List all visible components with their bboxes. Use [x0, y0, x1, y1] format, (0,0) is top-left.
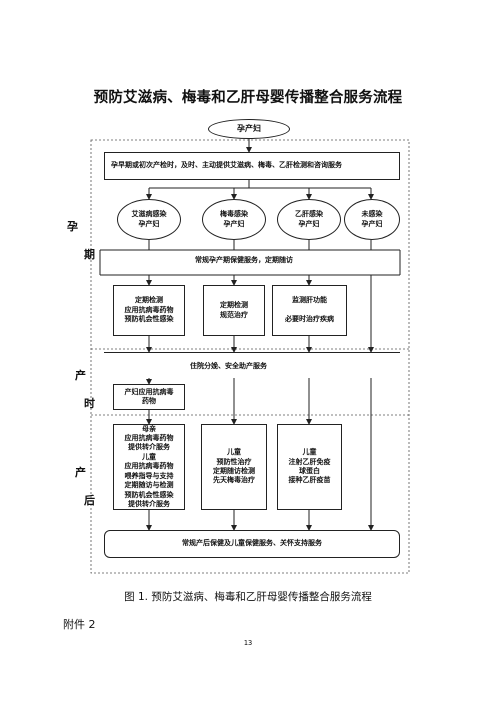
prenatal-syphilis-box: 定期检测 规范治疗	[203, 285, 265, 336]
group-syphilis-infected: 梅毒感染 孕产妇	[202, 199, 266, 240]
group-hepatitis-b-infected: 乙肝感染 孕产妇	[277, 199, 341, 240]
page-title: 预防艾滋病、梅毒和乙肝母婴传播整合服务流程	[93, 90, 403, 106]
delivery-arv-box: 产妇应用抗病毒 药物	[113, 384, 185, 410]
outer-dashed-frame	[90, 139, 410, 574]
postnatal-hiv-box: 母亲 应用抗病毒药物 提供转介服务 儿童 应用抗病毒药物 喂养指导与支持 定期随…	[113, 424, 185, 510]
start-node-pregnant-women: 孕产妇	[208, 119, 290, 139]
figure-caption: 图 1. 预防艾滋病、梅毒和乙肝母婴传播整合服务流程	[124, 591, 372, 603]
stage-pregnancy-char-1: 孕	[67, 220, 78, 233]
group-uninfected: 未感染 孕产妇	[344, 199, 400, 240]
final-postpartum-care-box: 常规产后保健及儿童保健服务、关怀支持服务	[104, 530, 400, 558]
stage-delivery-char-1: 产	[75, 369, 86, 382]
delivery-bar	[104, 352, 400, 379]
stage-pregnancy-char-2: 期	[84, 248, 95, 261]
page-number: 13	[243, 639, 253, 647]
stage-delivery-char-2: 时	[84, 397, 95, 410]
prenatal-hepatitis-b-box: 监测肝功能 必要时治疗疾病	[272, 285, 347, 336]
delivery-service-label: 住院分娩、安全助产服务	[190, 362, 267, 370]
group-hiv-infected: 艾滋病感染 孕产妇	[117, 199, 181, 240]
postnatal-hepatitis-b-box: 儿童 注射乙肝免疫 球蛋白 接种乙肝疫苗	[277, 424, 342, 510]
attachment-label: 附件 2	[63, 618, 96, 631]
stage-postnatal-char-1: 产	[75, 466, 86, 479]
prenatal-hiv-box: 定期检测 应用抗病毒药物 预防机会性感染	[113, 285, 185, 336]
stage-postnatal-char-2: 后	[84, 494, 95, 507]
postnatal-syphilis-box: 儿童 预防性治疗 定期随访检测 先天梅毒治疗	[201, 424, 267, 510]
first-visit-testing-box: 孕早期或初次产检时，及时、主动提供艾滋病、梅毒、乙肝检测和咨询服务	[104, 152, 400, 180]
routine-prenatal-care-label: 常规孕产期保健服务，定期随访	[195, 256, 293, 264]
